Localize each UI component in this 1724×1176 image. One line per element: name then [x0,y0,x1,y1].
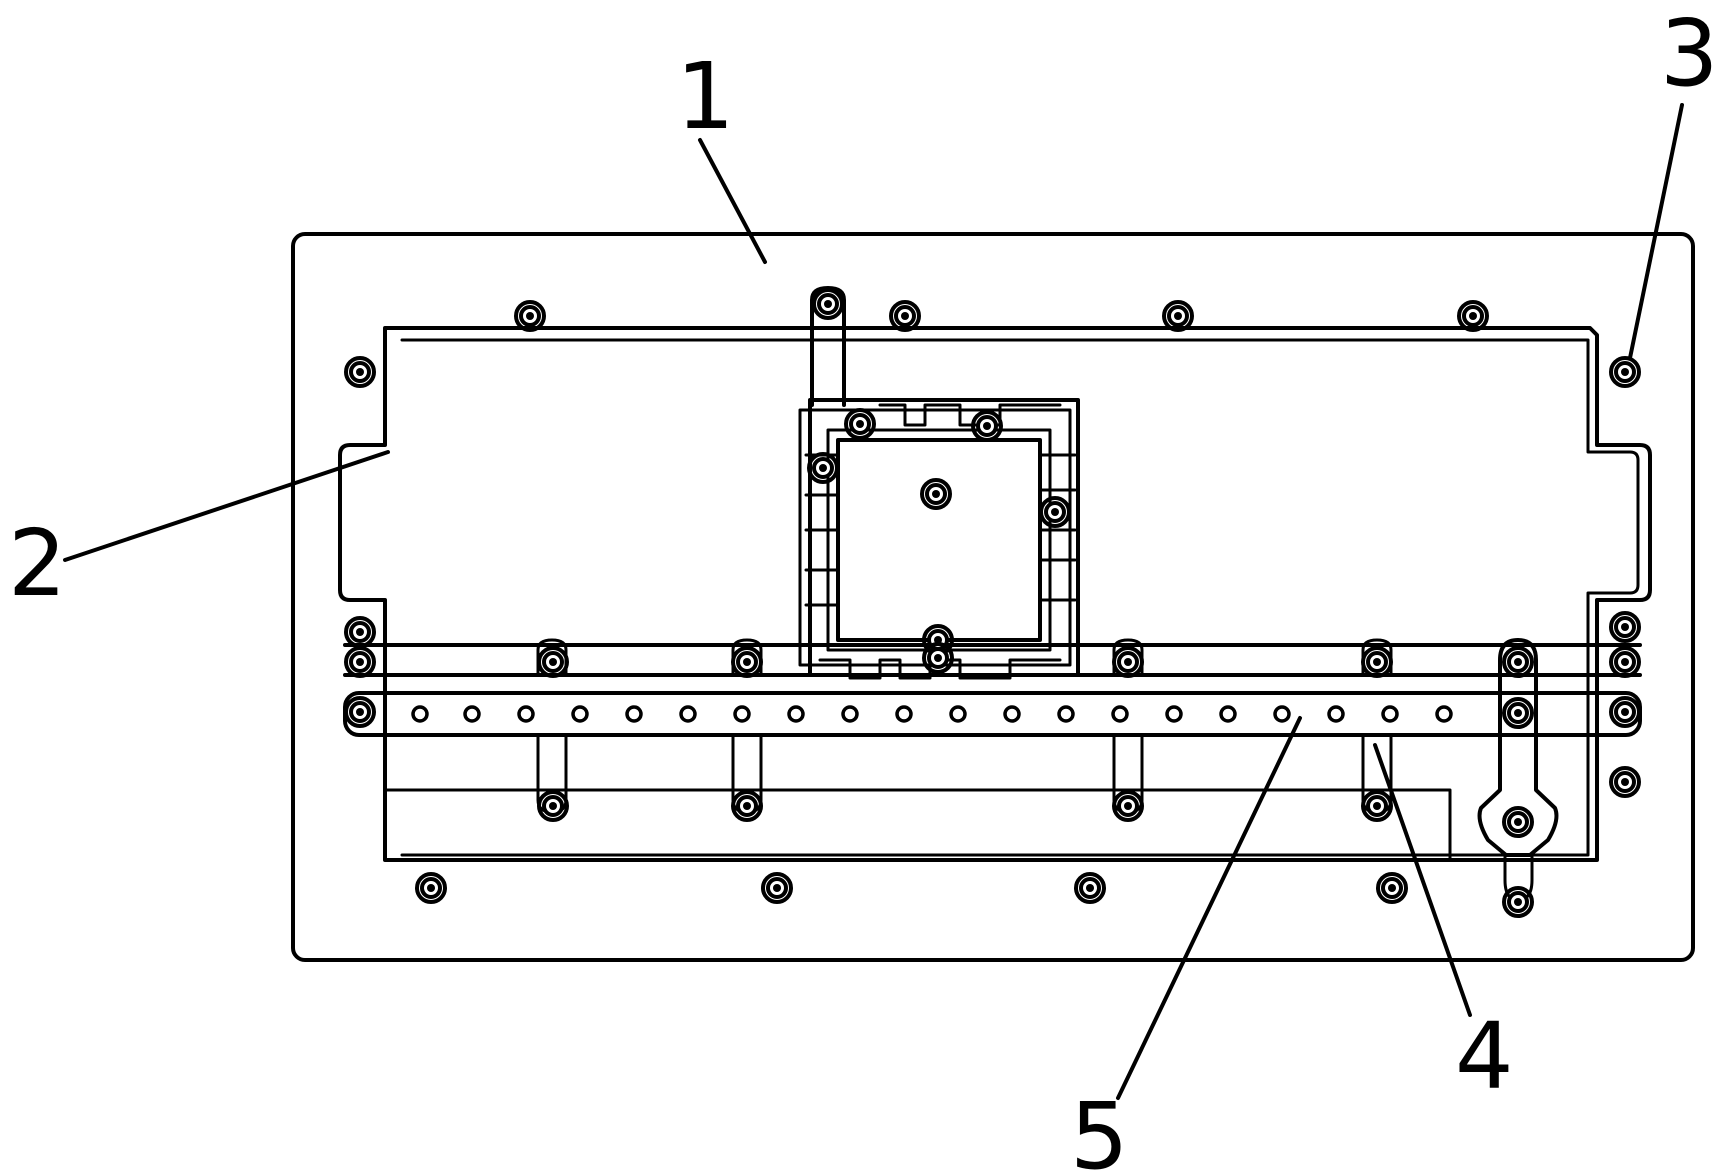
rail-hole [1219,705,1237,723]
bolt-icon [1112,646,1144,678]
rail-lower-plate [383,788,1452,862]
bolt-icon [537,646,569,678]
rail-hole [1273,705,1291,723]
tray-frame-outer [338,326,1652,862]
rail-hole [679,705,697,723]
callout-4: 4 [1455,1003,1514,1110]
bolt-icon [514,300,546,332]
tray-frame-inner [400,338,1640,857]
bolt-icon [1074,872,1106,904]
base-plate [291,232,1695,962]
callout-3: 3 [1660,0,1719,107]
bolt-icon [922,642,954,674]
rail-hole [1057,705,1075,723]
rail-hole [625,705,643,723]
callout-1: 1 [676,43,735,150]
bolt-icon [1502,697,1534,729]
bolt-icon [1502,886,1534,918]
bolt-icon [1609,646,1641,678]
rail-hole [1165,705,1183,723]
rail-hole [1111,705,1129,723]
bolt-icon [807,452,839,484]
bolt-icon [920,478,952,510]
rail-hole [1003,705,1021,723]
rail-hole [787,705,805,723]
rail-hole [895,705,913,723]
bolt-icon [1457,300,1489,332]
clamp-arm [1477,638,1559,857]
bolt-icon [1502,646,1534,678]
leader-line-2 [63,450,390,562]
leader-line-1 [698,138,767,264]
bolt-icon [344,356,376,388]
bolt-icon [344,616,376,648]
rail-hole [733,705,751,723]
leader-line-5 [1116,716,1302,1100]
bolt-icon [1361,790,1393,822]
bolt-icon [1112,790,1144,822]
callout-2: 2 [8,510,67,617]
rail-hole [411,705,429,723]
bolt-icon [344,696,376,728]
bolt-icon [889,300,921,332]
bolt-icon [1361,646,1393,678]
bolt-icon [1039,496,1071,528]
rail-hole [949,705,967,723]
bolt-icon [344,646,376,678]
bolt-icon [731,646,763,678]
leader-line-4 [1373,743,1472,1017]
bolt-icon [812,288,844,320]
bolt-icon [761,872,793,904]
rail-hole [463,705,481,723]
bolt-icon [731,790,763,822]
bolt-icon [1609,611,1641,643]
rail-hole [1327,705,1345,723]
bolt-icon [1609,356,1641,388]
bolt-icon [1502,806,1534,838]
rail-hole [1435,705,1453,723]
bolt-icon [415,872,447,904]
bolt-icon [1609,766,1641,798]
rail-hole [517,705,535,723]
bolt-set [344,288,1641,918]
bolt-icon [1162,300,1194,332]
callout-5: 5 [1070,1083,1129,1176]
bolt-icon [537,790,569,822]
rail-hole [841,705,859,723]
bolt-icon [971,410,1003,442]
rail-hole [1381,705,1399,723]
bolt-icon [1609,696,1641,728]
bolt-icon [844,408,876,440]
leader-line-3 [1628,103,1684,360]
bolt-icon [1376,872,1408,904]
rail-hole [571,705,589,723]
rail-hole-row [411,705,1453,723]
